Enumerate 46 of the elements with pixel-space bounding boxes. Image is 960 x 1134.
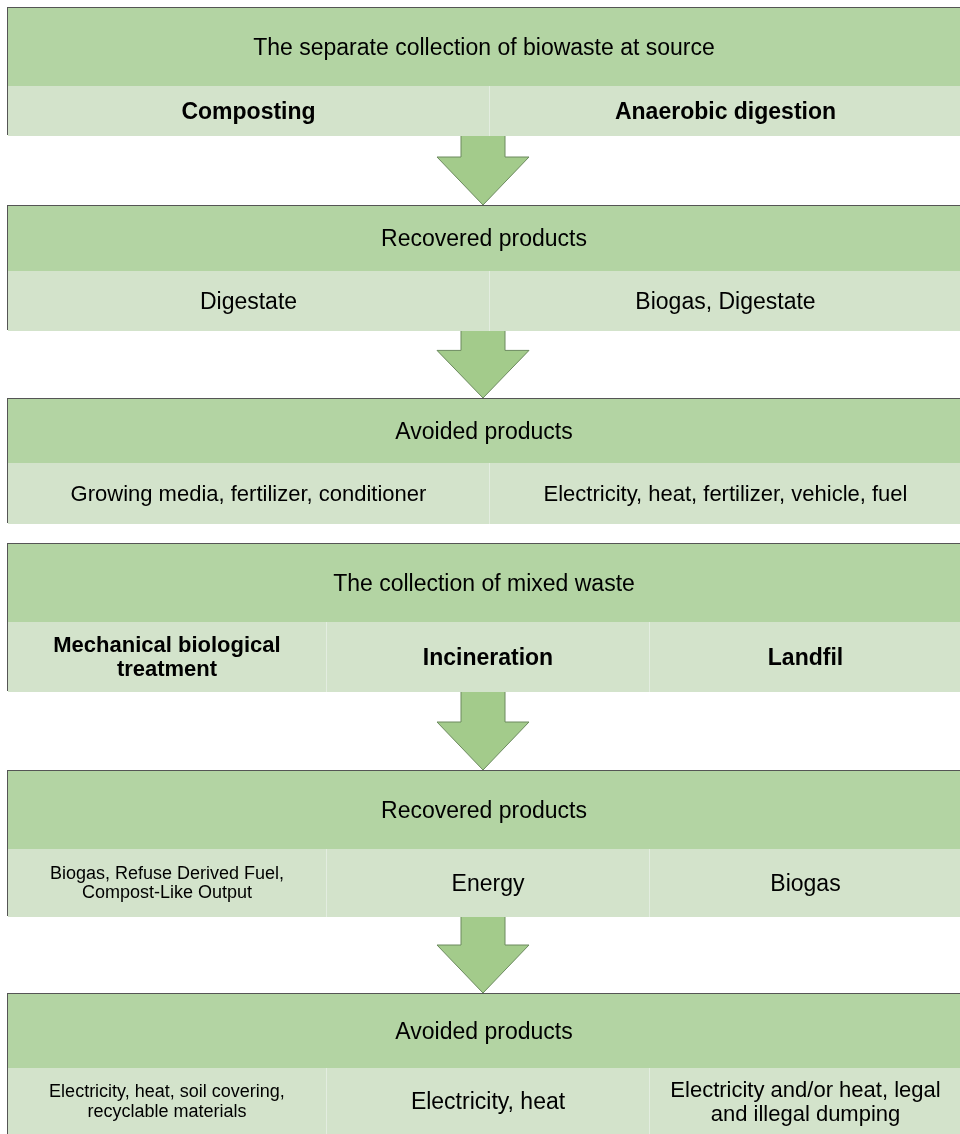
table-panel [7,398,960,523]
cell-text: Electricity and/or heat, legal and illegal dumping [669,1077,942,1126]
table-panel [7,205,960,330]
table-cell [8,271,489,331]
cell-text: Electricity, heat, soil covering, recyclable materials [48,1082,286,1121]
table-cell [326,849,649,917]
table-panel [7,543,960,691]
cell-text: Energy [450,870,526,896]
cell-text: Mechanical biological treatment [52,633,282,681]
table-heading: Recovered products [380,796,588,825]
block-arrow [436,915,530,994]
table-heading: Avoided products [394,417,574,446]
table-cell [489,86,960,136]
cell-text: Electricity, heat, fertilizer, vehicle, fuel [542,481,909,506]
table-heading: Avoided products [394,1017,574,1046]
cell-text: Biogas [769,870,842,896]
table-heading: Recovered products [380,224,588,253]
table-cell [8,86,489,136]
block-arrow [436,690,530,771]
table-panel [7,7,960,135]
table-cell [8,1068,326,1134]
cell-text: Biogas, Refuse Derived Fuel, Compost-Like Output [48,863,286,903]
cell-text: Landfil [766,644,845,670]
cell-text: Composting [180,98,317,124]
block-arrow [436,329,530,399]
table-cell [649,849,960,917]
table-heading: The separate collection of biowaste at source [252,33,716,62]
table-cell [8,622,326,692]
table-cell [8,463,489,524]
table-heading: The collection of mixed waste [332,569,636,598]
table-cell [489,271,960,331]
cell-text: Growing media, fertilizer, conditioner [69,481,428,506]
cell-text: Biogas, Digestate [634,288,817,314]
cell-text: Anaerobic digestion [613,98,838,124]
table-cell [649,622,960,692]
table-cell [326,1068,649,1134]
cell-text: Incineration [421,644,555,670]
table-cell [649,1068,960,1134]
table-panel [7,770,960,916]
table-cell [326,622,649,692]
block-arrow [436,134,530,206]
table-cell [8,849,326,917]
cell-text: Electricity, heat [409,1089,567,1114]
table-panel [7,993,960,1134]
table-cell [489,463,960,524]
cell-text: Digestate [198,288,299,314]
